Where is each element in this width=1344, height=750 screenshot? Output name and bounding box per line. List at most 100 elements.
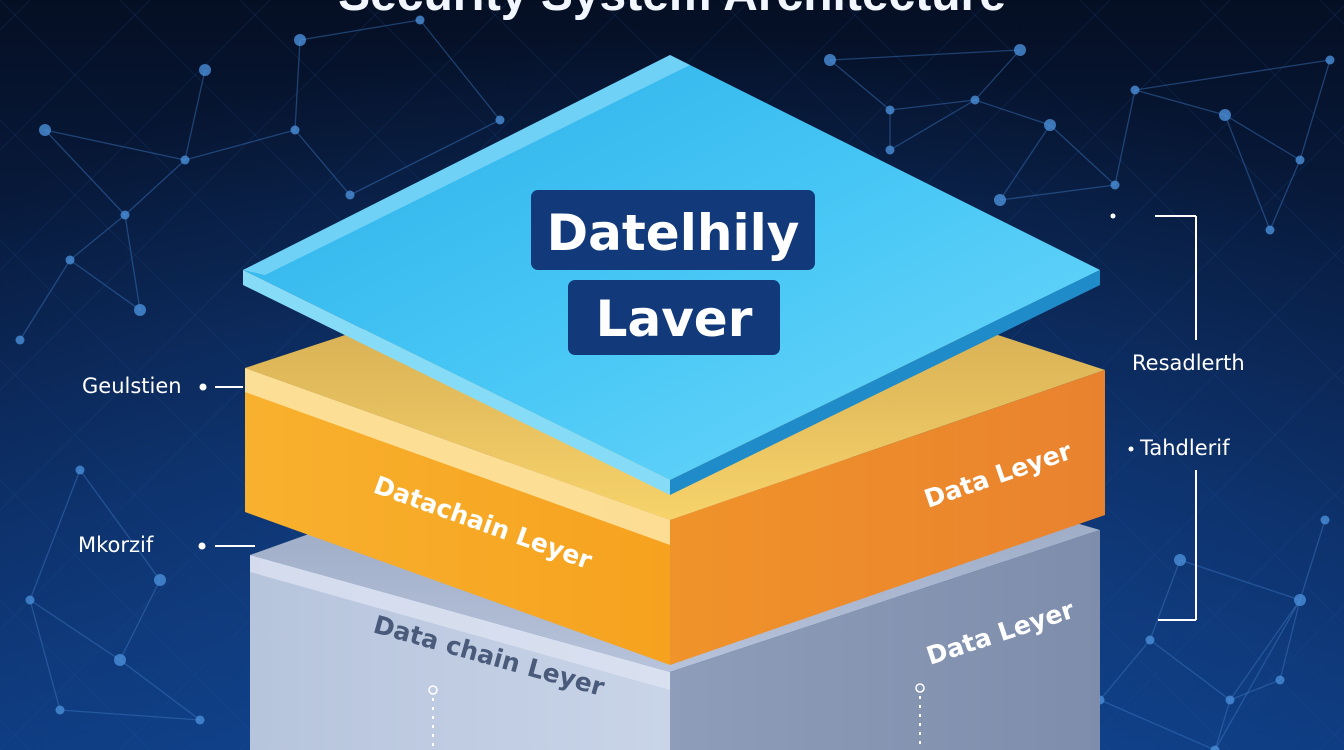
left-callout-upper-label: Geulstien (82, 374, 182, 398)
network-link (1214, 599, 1301, 750)
top-layer-title-box (531, 190, 815, 270)
network-link (1114, 89, 1136, 186)
right-callout-lower-label: Tahdlerif (1139, 436, 1230, 460)
grid-line (0, 0, 271, 271)
network-node (994, 194, 1006, 206)
network-node (1210, 745, 1220, 750)
left-callout-upper: Geulstien (82, 374, 243, 398)
network-node (134, 304, 146, 316)
network-link (1149, 559, 1181, 641)
drop-connectors (428, 683, 925, 750)
grid-line (959, 0, 1344, 385)
top-layer-subtitle-box (568, 280, 780, 355)
grey-layer-edge-highlight (250, 555, 670, 690)
network-node (495, 115, 505, 125)
network-node (885, 145, 895, 155)
network-node (114, 654, 126, 666)
network-link (1229, 599, 1301, 701)
network-link (889, 99, 976, 111)
top-layer-left-edge (243, 270, 670, 495)
network-node (1295, 155, 1305, 165)
network-link (294, 129, 351, 196)
network-node (1294, 594, 1306, 606)
network-node (15, 335, 25, 345)
network-link (59, 709, 201, 721)
network-node (1320, 515, 1330, 525)
network-node (1014, 44, 1026, 56)
network-node (154, 574, 166, 586)
network-link (1099, 699, 1216, 750)
orange-layer-left-face (245, 368, 670, 665)
network-node (120, 210, 130, 220)
network-node (75, 465, 85, 475)
network-node (180, 155, 190, 165)
network-node (1130, 85, 1140, 95)
network-node (290, 125, 300, 135)
network-link (1229, 679, 1281, 701)
network-link (1134, 89, 1226, 116)
top-layer-title-line2: Laver (596, 290, 753, 348)
network-link (1299, 519, 1326, 601)
network-node (195, 715, 205, 725)
top-layer-rim-highlight (243, 55, 690, 275)
page-title: Security System Architecture (338, 0, 1006, 21)
network-link (1269, 159, 1301, 231)
network-link (79, 469, 161, 581)
network-link (1149, 639, 1231, 701)
network-node (65, 255, 75, 265)
network-link (1179, 559, 1301, 601)
top-layer-title-line1: Datelhily (547, 204, 800, 262)
grid-line (1199, 605, 1344, 750)
grid-line (0, 479, 271, 750)
network-link (889, 99, 976, 151)
network-node (39, 124, 51, 136)
network-link (1279, 599, 1301, 681)
network-link (119, 579, 161, 661)
network-link (419, 19, 501, 121)
network-node (970, 95, 980, 105)
network-node (55, 705, 65, 715)
grid-line (1079, 485, 1344, 750)
callout-dot (198, 542, 206, 550)
left-callout-lower-label: Mkorzif (78, 533, 154, 557)
network-node (1044, 119, 1056, 131)
grid-line (1199, 0, 1344, 145)
top-layer: Datelhily Laver (243, 55, 1100, 495)
network-link (124, 159, 186, 216)
network-link (69, 259, 141, 311)
network-link (294, 39, 301, 131)
network-link (69, 214, 126, 261)
network-node (1219, 109, 1231, 121)
callout-dot (199, 383, 207, 391)
grey-layer-left-face (250, 555, 670, 750)
network-node (824, 54, 836, 66)
network-link (829, 49, 1021, 61)
network-node (1225, 695, 1235, 705)
grid-line (0, 599, 151, 750)
grid-line (0, 0, 511, 511)
network-node (294, 34, 306, 46)
network-link (1099, 639, 1151, 701)
network-node (1174, 554, 1186, 566)
right-bracket: Resadlerth Tahdlerif (1110, 213, 1245, 621)
grid-line (1079, 0, 1344, 265)
grid-line (0, 0, 151, 151)
network-link (1224, 114, 1301, 161)
network-link (44, 129, 186, 161)
network-node (25, 595, 35, 605)
network-node (885, 105, 895, 115)
right-callout-upper-label: Resadlerth (1132, 351, 1245, 375)
network-link (29, 599, 61, 711)
network-link (299, 19, 421, 41)
network-link (1299, 59, 1331, 161)
network-link (1214, 699, 1231, 750)
network-link (974, 49, 1021, 101)
left-callout-lower: Mkorzif (78, 533, 255, 557)
orange-layer-right-face (670, 370, 1105, 665)
network-link (974, 99, 1051, 126)
network-node (1275, 675, 1285, 685)
network-link (29, 469, 81, 601)
top-layer-right-edge (670, 270, 1100, 495)
